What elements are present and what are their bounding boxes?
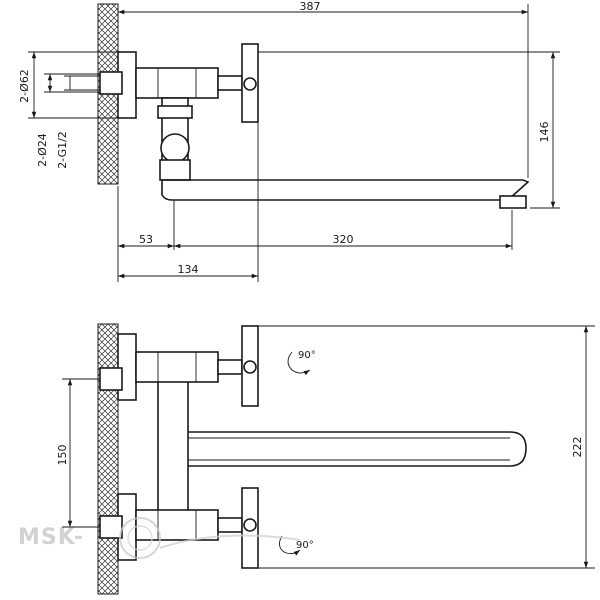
body-vertical-front [157,377,189,513]
body-upper [135,351,219,383]
spout-front [188,431,527,467]
dim-wall-to-handle: 134 [178,263,199,276]
dim-thread: 2-G1/2 [56,131,69,169]
spout-top [161,179,530,201]
rotation-arrow-bottom: 90° [279,535,314,556]
body-horizontal [135,67,219,99]
handle-stem-top [217,75,243,91]
inlet-nipple-top [99,71,123,95]
rotation-arrow-top: 90° [287,350,316,376]
dim-total-height: 222 [571,437,584,458]
dim-inlet-diameter: 2-Ø24 [36,133,49,167]
dim-hole-diameter: 2-Ø62 [18,69,31,103]
dim-inlet-spacing: 150 [56,445,69,466]
spout-aerator-top [499,195,527,209]
side-view: 387 146 2-Ø62 2-Ø24 2-G1/2 53 320 134 [18,0,560,282]
dim-spout-length: 320 [333,233,354,246]
watermark-brand: MSK- [18,525,84,550]
dim-wall-to-spout: 53 [139,233,153,246]
dim-total-length: 387 [300,0,321,13]
body-lower [135,509,219,541]
rotation-label-bottom: 90° [296,540,314,551]
watermark: MSK- [18,517,301,559]
dim-height-top: 146 [538,122,551,143]
front-view: 90° 90° 150 222 MSK- [18,323,595,595]
wall-bottom [97,323,119,595]
rotation-label-top: 90° [298,350,316,361]
handle-cap-top [243,77,257,91]
